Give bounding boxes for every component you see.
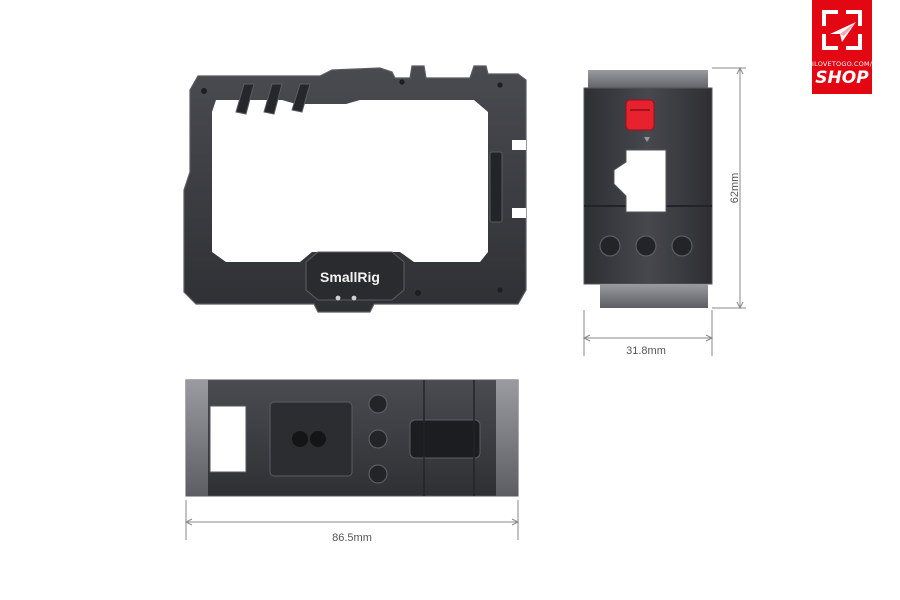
- mount-hole: [368, 394, 388, 414]
- quick-release-lever: [625, 99, 655, 131]
- top-left-end: [186, 380, 208, 496]
- screw-hole: [497, 82, 503, 88]
- side-bottom-plate: [600, 284, 708, 308]
- screw-hole: [310, 431, 326, 447]
- mount-hole: [368, 429, 388, 449]
- mount-hole: [599, 235, 621, 257]
- screw-hole: [399, 79, 405, 85]
- side-top-plate: [588, 70, 708, 90]
- side-notch: [512, 208, 526, 218]
- shop-logo[interactable]: ILOVETOGO.COM/ SHOP: [812, 0, 872, 94]
- top-slot: [409, 419, 481, 459]
- top-left-window: [209, 405, 247, 473]
- mount-hole: [671, 235, 693, 257]
- cage-front-view: SmallRig: [183, 65, 527, 313]
- screw-hole: [351, 295, 357, 301]
- screw-hole: [415, 290, 421, 296]
- dimension-width-label: 31.8mm: [626, 345, 666, 357]
- cage-top-view: [185, 379, 519, 497]
- screw-hole: [201, 88, 207, 94]
- screw-hole: [497, 287, 503, 293]
- screw-hole: [292, 431, 308, 447]
- dimension-lines: [184, 66, 746, 540]
- top-right-end: [496, 380, 518, 496]
- grip-ridge: [235, 83, 255, 115]
- shop-word: SHOP: [815, 68, 869, 88]
- grip-ridge: [291, 83, 311, 113]
- grip-ridge: [263, 83, 283, 115]
- arrow-marker: [644, 137, 650, 142]
- dimension-length-label: 86.5mm: [332, 532, 372, 544]
- airplane-frame-icon: [822, 10, 862, 50]
- cage-side-view: [583, 70, 713, 308]
- logo-plate: [305, 251, 405, 301]
- side-notch: [512, 140, 526, 150]
- cage-logo: SmallRig: [320, 269, 380, 285]
- cage-frame-edge: [183, 65, 527, 313]
- mount-hole: [635, 235, 657, 257]
- side-slot: [489, 151, 503, 223]
- screw-hole: [335, 295, 341, 301]
- side-window: [613, 149, 667, 213]
- dimension-height-label: 62mm: [729, 173, 741, 204]
- shop-site-text: ILOVETOGO.COM/: [812, 60, 873, 68]
- mount-hole: [368, 464, 388, 484]
